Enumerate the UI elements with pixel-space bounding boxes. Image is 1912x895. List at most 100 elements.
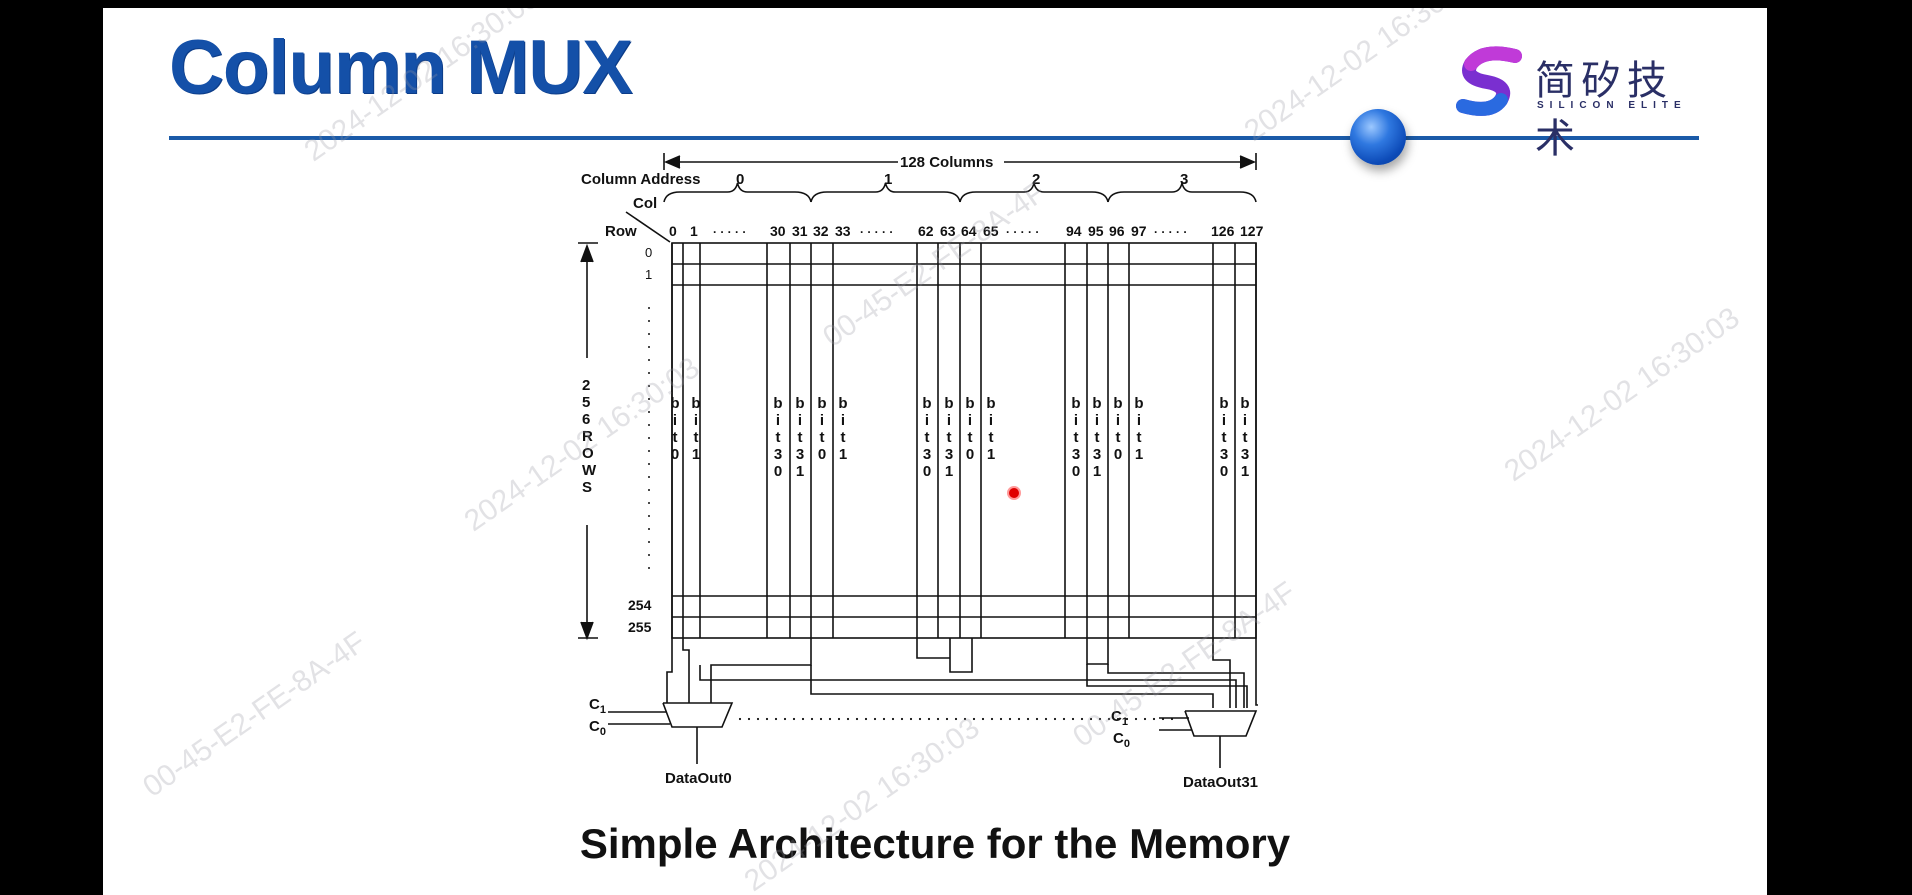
mux-ellipsis-dot: [801, 717, 805, 721]
row-ellipsis-dot: [648, 346, 650, 348]
mux-ellipsis-dot: [972, 717, 976, 721]
mux-ellipsis-dot: [891, 717, 895, 721]
bit-label-char: 1: [796, 463, 804, 480]
mux-wire: [682, 638, 690, 705]
bit-label-char: i: [1095, 412, 1099, 429]
row-ellipsis-dot: [648, 554, 650, 556]
bit-label-char: 0: [1072, 463, 1080, 480]
row-ellipsis-dot: [648, 502, 650, 504]
column-group-brace: [810, 182, 961, 203]
bit-label-char: b: [795, 395, 804, 412]
column-number: 127: [1240, 223, 1264, 239]
mux-ellipsis-dot: [738, 717, 742, 721]
bit-label-char: b: [944, 395, 953, 412]
rows-label-char: R: [582, 428, 593, 445]
row-ellipsis-dot: [648, 463, 650, 465]
bit-label-char: 0: [1220, 463, 1228, 480]
row-ellipsis-dot: [648, 333, 650, 335]
mux-ellipsis-dot: [1161, 717, 1165, 721]
column-number: 1: [690, 223, 698, 239]
mux-ellipsis-dot: [1044, 717, 1048, 721]
bit-label-char: b: [1219, 395, 1228, 412]
mux-wire: [666, 638, 673, 706]
blue-ball-ornament: [1350, 109, 1406, 165]
mux-ellipsis-dot: [945, 717, 949, 721]
bit-label-char: i: [820, 412, 824, 429]
rows-label-char: S: [582, 479, 592, 496]
column-number: 33: [835, 223, 851, 239]
mux-wire: [1086, 638, 1109, 665]
bit-label-char: t: [841, 429, 846, 446]
bit-label-char: b: [922, 395, 931, 412]
bit-label-char: i: [968, 412, 972, 429]
mux-wire: [1212, 638, 1231, 708]
row-number: 254: [628, 597, 652, 613]
mux-ellipsis-dot: [765, 717, 769, 721]
mux-ellipsis-dot: [819, 717, 823, 721]
bit-label-char: b: [1240, 395, 1249, 412]
bit-label-char: b: [1071, 395, 1080, 412]
mux-ellipsis-dot: [1062, 717, 1066, 721]
bit-label-char: 0: [671, 446, 679, 463]
diagram-caption: Simple Architecture for the Memory: [579, 820, 1291, 867]
col-header-label: Col: [633, 195, 657, 212]
mux-ellipsis-dot: [756, 717, 760, 721]
mux-ellipsis-dot: [1008, 717, 1012, 721]
mux-ellipsis-dot: [981, 717, 985, 721]
bit-label-char: 3: [923, 446, 931, 463]
mux-ellipsis-dot: [855, 717, 859, 721]
corner-diagonal: [625, 211, 671, 243]
row-ellipsis-dot: [648, 320, 650, 322]
bit-label-char: i: [1074, 412, 1078, 429]
bit-label-char: 3: [1241, 446, 1249, 463]
bit-label-char: 0: [1114, 446, 1122, 463]
bit-label-char: t: [925, 429, 930, 446]
rows-label-char: W: [582, 462, 597, 479]
mux-ellipsis-dot: [1116, 717, 1120, 721]
columns-count-label: 128 Columns: [900, 154, 993, 171]
mux-ellipsis-dot: [900, 717, 904, 721]
row-ellipsis-dot: [648, 476, 650, 478]
bit-label-char: t: [1137, 429, 1142, 446]
mux-ellipsis-dot: [1026, 717, 1030, 721]
mux-ellipsis-dot: [1134, 717, 1138, 721]
rows-arrow-head-down: [580, 621, 594, 641]
mux-wire: [710, 638, 812, 705]
column-number: 96: [1109, 223, 1125, 239]
bit-label-char: b: [773, 395, 782, 412]
row-number: 255: [628, 619, 652, 635]
mux-ellipsis-dot: [1053, 717, 1057, 721]
bit-label-char: i: [1137, 412, 1141, 429]
mux-wire: [1255, 638, 1258, 706]
row-ellipsis-dot: [648, 372, 650, 374]
column-number: 63: [940, 223, 956, 239]
memory-array-box: [671, 242, 1257, 639]
mux-ellipsis-dot: [963, 717, 967, 721]
mux-ellipsis-dot: [774, 717, 778, 721]
column-number: 0: [669, 223, 677, 239]
row-number: 1: [645, 267, 652, 282]
bit-label-char: i: [1243, 412, 1247, 429]
bit-label-char: 1: [945, 463, 953, 480]
row-header-label: Row: [605, 223, 637, 240]
row-ellipsis-dot: [648, 385, 650, 387]
bit-label-char: 0: [966, 446, 974, 463]
mux-ellipsis-dot: [1071, 717, 1075, 721]
bit-label-char: b: [691, 395, 700, 412]
row-ellipsis-dot: [648, 437, 650, 439]
mux-ellipsis-dot: [1017, 717, 1021, 721]
row-ellipsis-dot: [648, 398, 650, 400]
mux-ellipsis-dot: [828, 717, 832, 721]
bit-label-char: 3: [1220, 446, 1228, 463]
column-number: 32: [813, 223, 829, 239]
select-label-c0: C0: [589, 718, 606, 738]
bit-label-char: t: [968, 429, 973, 446]
bit-label-char: 1: [839, 446, 847, 463]
bit-label-char: i: [947, 412, 951, 429]
bit-label-char: 1: [1093, 463, 1101, 480]
bit-label-char: i: [776, 412, 780, 429]
row-ellipsis-dot: [648, 528, 650, 530]
mux-ellipsis-dot: [1098, 717, 1102, 721]
row-ellipsis-dot: [648, 411, 650, 413]
